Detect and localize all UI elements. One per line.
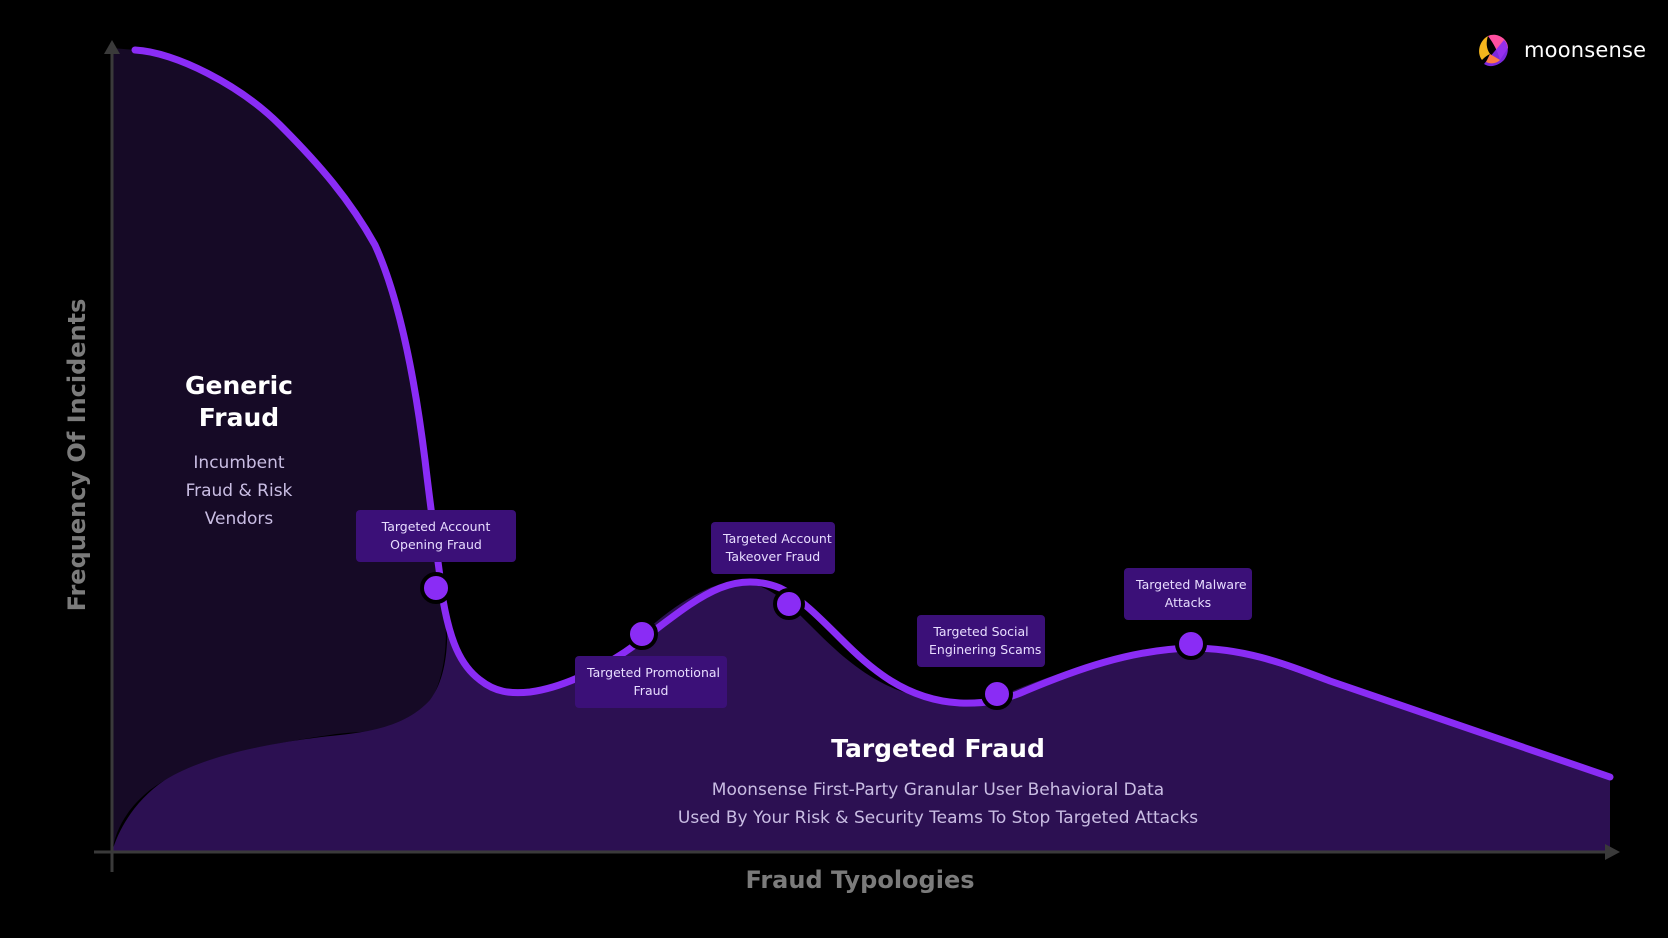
targeted-fraud-subtitle: Moonsense First-Party Granular User Beha… [677,780,1199,828]
callout-account-takeover-fraud: Targeted Account Takeover Fraud [711,522,835,574]
y-axis-arrow [104,40,120,54]
generic-fraud-title: Generic Fraud [185,371,293,432]
brand-name: moonsense [1524,38,1647,62]
marker-promotional [626,618,658,650]
marker-social-engineering [981,678,1013,710]
brand-logo: moonsense [1474,30,1646,70]
x-axis-label: Fraud Typologies [745,866,975,894]
moonsense-logo-icon [1479,34,1508,67]
callout-malware-attacks: Targeted Malware Attacks [1124,568,1252,620]
targeted-fraud-area [112,581,1610,852]
callout-social-engineering-scams: Targeted Social Enginering Scams [917,615,1045,667]
y-axis-label: Frequency Of Incidents [63,298,91,612]
generic-fraud-area [112,48,446,852]
generic-fraud-subtitle: Incumbent Fraud & Risk Vendors [185,453,293,529]
x-axis-arrow [1605,844,1620,860]
marker-malware [1175,628,1207,660]
callout-account-opening-fraud: Targeted Account Opening Fraud [356,510,516,562]
callout-promotional-fraud: Targeted Promotional Fraud [575,656,727,708]
targeted-fraud-title: Targeted Fraud [831,734,1045,763]
marker-account-opening [420,572,452,604]
marker-account-takeover [773,588,805,620]
